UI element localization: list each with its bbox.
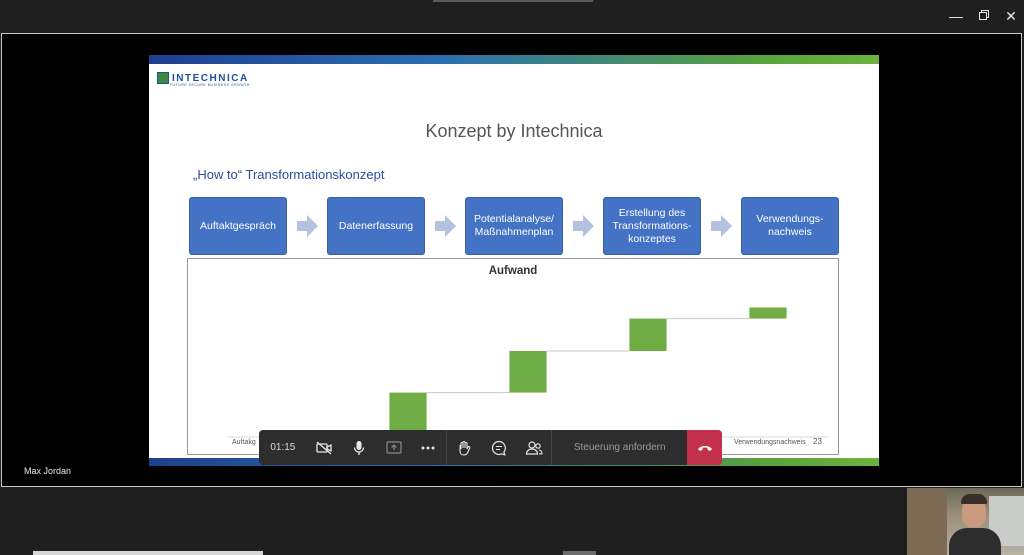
presentation-slide: INTECHNICA FUTURE SECURE BUSINESS GROWTH… [149, 55, 879, 466]
intechnica-logo: INTECHNICA FUTURE SECURE BUSINESS GROWTH [157, 71, 250, 87]
slide-subtitle: „How to“ Transformationskonzept [193, 167, 385, 182]
camera-off-icon[interactable] [307, 430, 342, 465]
process-step-3: Potentialanalyse/ Maßnahmenplan [465, 197, 563, 255]
slide-page-number: 23 [813, 437, 822, 446]
process-step-1: Auftaktgespräch [189, 197, 287, 255]
taskbar-indicator-secondary [563, 551, 596, 555]
chat-icon[interactable] [482, 430, 517, 465]
x-tick-label-last: Verwendungsnachweis [734, 439, 806, 446]
tab-indicator [433, 0, 593, 2]
chart-bar [629, 318, 667, 351]
microphone-icon[interactable] [341, 430, 376, 465]
process-step-5: Verwendungs-nachweis [741, 197, 839, 255]
toolbar-divider [551, 430, 553, 465]
title-bar: — ✕ [0, 0, 1024, 32]
chart-canvas [228, 307, 828, 438]
x-tick-label-first: Auftakg [232, 439, 256, 446]
logo-mark-icon [157, 72, 169, 84]
chart-bar [389, 392, 427, 435]
request-control-button[interactable]: Steuerung anfordern [573, 442, 666, 453]
minimize-icon[interactable]: — [949, 8, 963, 24]
self-video-preview[interactable] [907, 488, 1024, 555]
meeting-toolbar: 01:15 Steuerung anfordern [259, 430, 723, 465]
aufwand-chart: Aufwand Auftakg Verwendungsnachweis 23 [187, 258, 839, 455]
raise-hand-icon[interactable] [447, 430, 482, 465]
process-step-2: Datenerfassung [327, 197, 425, 255]
logo-text: INTECHNICA [172, 72, 249, 84]
close-icon[interactable]: ✕ [1005, 8, 1017, 24]
toolbar-divider [445, 430, 447, 465]
chart-bar [509, 350, 547, 393]
chart-bar [749, 307, 787, 319]
hang-up-icon[interactable] [687, 430, 723, 465]
logo-tagline: FUTURE SECURE BUSINESS GROWTH [170, 83, 250, 87]
taskbar-indicator [33, 551, 263, 555]
process-step-4: Erstellung des Transformations-konzeptes [603, 197, 701, 255]
bottom-strip [0, 488, 1024, 555]
call-timer: 01:15 [270, 442, 296, 453]
restore-icon[interactable] [973, 6, 995, 26]
chart-title: Aufwand [488, 265, 538, 277]
presenter-name-label: Max Jordan [24, 466, 72, 476]
more-icon[interactable] [411, 430, 446, 465]
slide-header-bar [149, 55, 879, 64]
share-screen-icon[interactable] [376, 430, 411, 465]
participants-icon[interactable] [516, 430, 551, 465]
slide-title: Konzept by Intechnica [425, 121, 603, 141]
